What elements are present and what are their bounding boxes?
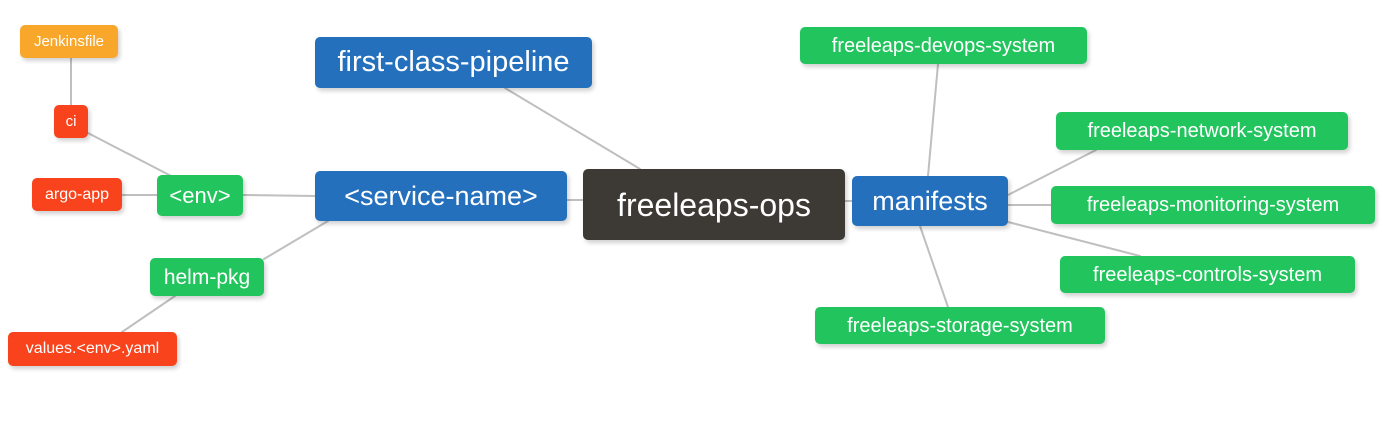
edge-manifests-to-freeleaps-devops-system	[927, 63, 939, 177]
edge-service-name-to-helm-pkg	[263, 220, 329, 260]
mindmap-node-label-env: <env>	[169, 182, 231, 208]
edge-manifests-to-freeleaps-controls-system	[1007, 221, 1141, 257]
edge-ci-to-env	[87, 132, 176, 179]
mindmap-node-label-values-env-yaml: values.<env>.yaml	[25, 340, 160, 357]
mindmap-node-label-service-name: <service-name>	[344, 180, 538, 211]
edge-helm-pkg-to-values-env-yaml	[121, 295, 176, 333]
mindmap-node-values-env-yaml[interactable]: values.<env>.yaml	[8, 332, 177, 366]
mindmap-node-freeleaps-ops[interactable]: freeleaps-ops	[583, 169, 845, 240]
mindmap-node-service-name[interactable]: <service-name>	[315, 171, 567, 221]
mindmap-node-env[interactable]: <env>	[157, 175, 243, 216]
mindmap-node-label-first-class-pipeline: first-class-pipeline	[337, 46, 570, 78]
mindmap-node-freeleaps-controls-system[interactable]: freeleaps-controls-system	[1060, 256, 1355, 293]
mindmap-node-label-freeleaps-network-system: freeleaps-network-system	[1087, 120, 1317, 142]
mindmap-node-label-helm-pkg: helm-pkg	[163, 265, 251, 289]
mindmap-node-ci[interactable]: ci	[54, 105, 88, 138]
mindmap-node-first-class-pipeline[interactable]: first-class-pipeline	[315, 37, 592, 88]
mindmap-node-freeleaps-devops-system[interactable]: freeleaps-devops-system	[800, 27, 1087, 64]
mindmap-node-label-freeleaps-storage-system: freeleaps-storage-system	[847, 314, 1073, 337]
edge-env-to-service-name	[242, 194, 316, 197]
mindmap-node-helm-pkg[interactable]: helm-pkg	[150, 258, 264, 296]
edge-manifests-to-freeleaps-storage-system	[919, 225, 949, 308]
mindmap-node-label-argo-app: argo-app	[44, 185, 110, 203]
mindmap-node-label-freeleaps-controls-system: freeleaps-controls-system	[1093, 263, 1322, 286]
mindmap-node-label-freeleaps-monitoring-system: freeleaps-monitoring-system	[1086, 194, 1340, 216]
mindmap-node-label-jenkinsfile: Jenkinsfile	[33, 33, 105, 50]
mindmap-node-freeleaps-monitoring-system[interactable]: freeleaps-monitoring-system	[1051, 186, 1375, 224]
edge-first-class-pipeline-to-freeleaps-ops	[504, 87, 641, 170]
mindmap-node-jenkinsfile[interactable]: Jenkinsfile	[20, 25, 118, 58]
mindmap-node-manifests[interactable]: manifests	[852, 176, 1008, 226]
mindmap-node-label-ci: ci	[65, 113, 77, 130]
mindmap-node-freeleaps-storage-system[interactable]: freeleaps-storage-system	[815, 307, 1105, 344]
mindmap-node-argo-app[interactable]: argo-app	[32, 178, 122, 211]
mindmap-node-label-freeleaps-ops: freeleaps-ops	[617, 186, 811, 223]
mindmap-node-freeleaps-network-system[interactable]: freeleaps-network-system	[1056, 112, 1348, 150]
mindmap-node-label-manifests: manifests	[872, 185, 988, 216]
mindmap-node-label-freeleaps-devops-system: freeleaps-devops-system	[831, 34, 1056, 57]
